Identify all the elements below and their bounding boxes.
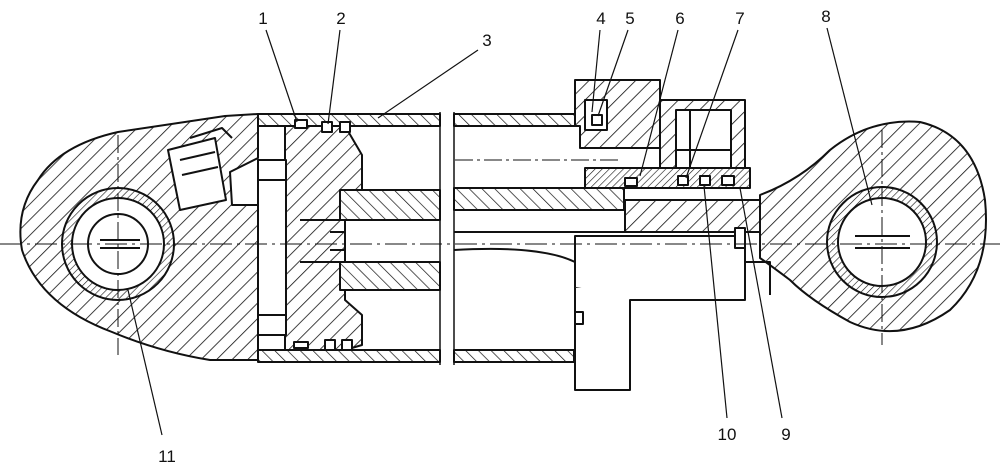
piston <box>284 125 363 351</box>
callout-2: 2 <box>336 9 345 28</box>
rod-end-region <box>624 199 781 233</box>
callout-7: 7 <box>735 9 744 28</box>
tube-bottom-wall-left <box>257 349 441 363</box>
callout-9: 9 <box>781 425 790 444</box>
leader-3 <box>377 49 479 119</box>
callout-4: 4 <box>596 9 605 28</box>
leader-7 <box>685 29 739 179</box>
leader-1 <box>265 29 298 123</box>
callout-11: 11 <box>158 447 176 466</box>
leader-4 <box>591 29 601 113</box>
leader-6 <box>639 29 679 177</box>
leader-2 <box>327 29 341 125</box>
callout-5: 5 <box>625 9 634 28</box>
tube-bottom-wall-right <box>453 349 575 363</box>
piston-seal <box>321 121 333 133</box>
piston-rod-right <box>453 187 625 211</box>
leader-9 <box>739 187 783 419</box>
callout-8: 8 <box>821 7 830 26</box>
callout-10: 10 <box>718 425 737 444</box>
left-port-fitting <box>167 137 227 211</box>
leader-5 <box>597 29 629 117</box>
piston-rod-left <box>339 189 441 221</box>
callout-6: 6 <box>675 9 684 28</box>
leader-8 <box>826 27 873 206</box>
tube-top-wall-right <box>453 113 581 127</box>
callout-3: 3 <box>482 31 491 50</box>
callout-1: 1 <box>258 9 267 28</box>
gland-seal <box>591 114 603 126</box>
wiper-seal <box>721 175 735 186</box>
piston-nut <box>257 159 287 336</box>
leader-10 <box>703 185 728 419</box>
leader-11 <box>127 289 163 436</box>
